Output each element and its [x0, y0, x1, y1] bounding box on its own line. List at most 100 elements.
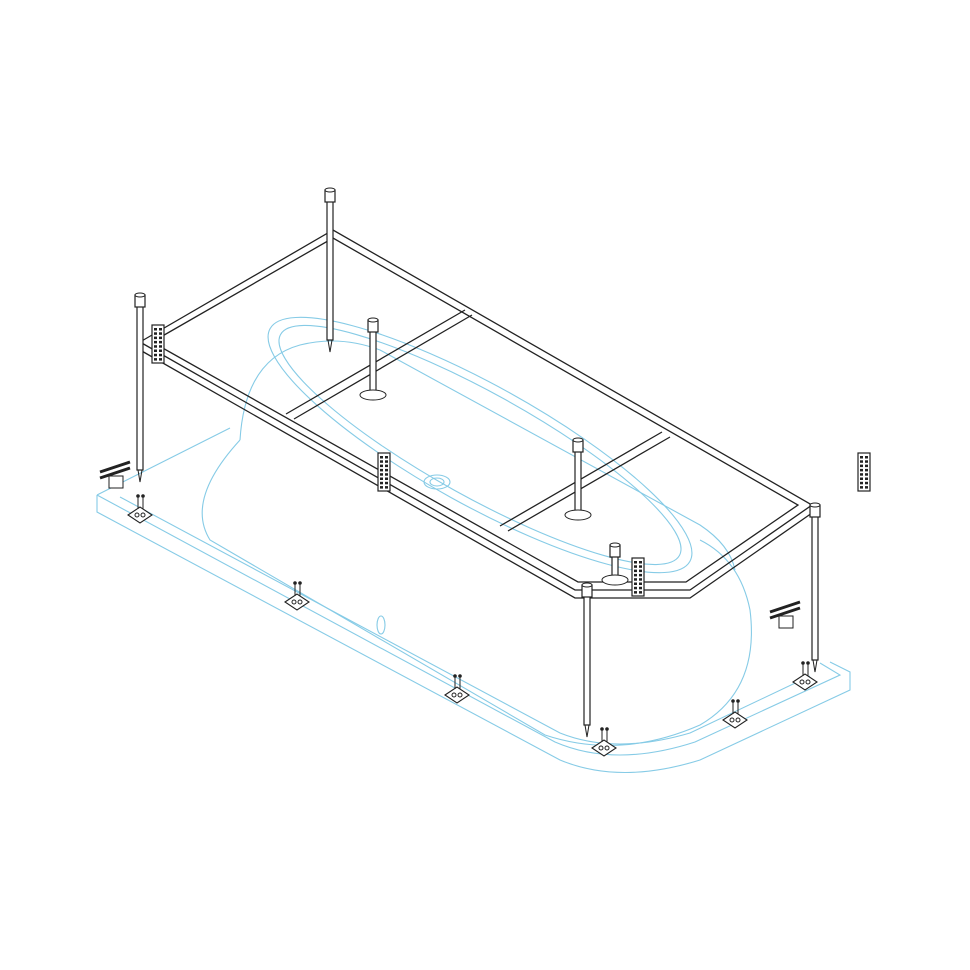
bracket-hole [860, 481, 863, 485]
floor-mounting-feet [99, 460, 818, 757]
leg-spike [137, 469, 143, 483]
adjustable-leg [581, 582, 593, 738]
bracket-hole [385, 473, 388, 476]
leg-cap-top [134, 292, 146, 298]
leg-rod [136, 304, 144, 471]
wall-brackets [151, 324, 871, 597]
bracket-hole [639, 573, 642, 577]
screw-head [141, 494, 145, 498]
bracket-hole [865, 468, 868, 472]
bracket-hole [159, 332, 162, 335]
screw-head [453, 674, 457, 678]
bracket-hole [860, 456, 863, 459]
foot-plate [284, 593, 310, 611]
foot-hole [799, 679, 805, 685]
bracket-hole [634, 561, 637, 564]
mounting-foot [284, 581, 310, 611]
bracket-hole [865, 456, 868, 459]
bracket-plate [631, 557, 645, 597]
bracket-hole [380, 456, 383, 459]
bracket-hole [385, 460, 388, 463]
bracket-hole [634, 586, 637, 590]
bracket-hole [380, 460, 383, 463]
wall-bracket [857, 452, 871, 492]
screw-head [458, 674, 462, 678]
adjustable-leg [601, 542, 629, 586]
foot-plate [722, 711, 748, 729]
leg-base-plate [564, 509, 592, 521]
bracket-hole [159, 328, 162, 331]
mounting-foot [127, 494, 153, 524]
foot-hole [735, 717, 741, 723]
frame-legs [134, 187, 821, 738]
bracket-hole [865, 477, 868, 480]
mounting-foot [444, 674, 470, 704]
leg-cap-top [581, 582, 593, 588]
leg-spike [327, 339, 333, 353]
bracket-hole [159, 340, 162, 344]
mounting-foot [722, 699, 748, 729]
mounting-foot [591, 727, 617, 757]
foot-plate [127, 506, 153, 524]
bracket-hole [865, 464, 868, 468]
bracket-hole [860, 486, 863, 489]
screw-head [801, 661, 805, 665]
foot-plate [444, 686, 470, 704]
bracket-hole [154, 340, 157, 344]
bracket-hole [865, 473, 868, 476]
leg-cap-top [609, 542, 621, 548]
bracket-hole [860, 477, 863, 480]
bracket-hole [634, 569, 637, 573]
leg-cap-top [324, 187, 336, 193]
bracket-hole [154, 336, 157, 340]
bracket-hole [865, 481, 868, 485]
bracket-plate [151, 324, 165, 364]
leg-rod [369, 329, 377, 396]
foot-hole [140, 512, 146, 518]
foot-hole [604, 745, 610, 751]
tub-inner-basin [267, 316, 693, 574]
bracket-hole [385, 481, 388, 485]
screw-head [293, 581, 297, 585]
frame-outer-edge [139, 229, 814, 591]
bathtub-outline [96, 316, 851, 773]
tub-inner-basin-lip [278, 324, 682, 566]
foot-plate [591, 739, 617, 757]
bracket-hole [154, 349, 157, 352]
tub-base-rim-top [96, 494, 842, 756]
frame-inner-edge [151, 237, 800, 583]
bracket-hole [159, 345, 162, 348]
screw-head [600, 727, 604, 731]
bathtub-support-frame [139, 229, 814, 599]
bracket-hole [385, 464, 388, 468]
bracket-hole [154, 328, 157, 331]
tub-overflow-hole [376, 615, 386, 635]
screw-head [136, 494, 140, 498]
bracket-hole [380, 477, 383, 480]
bracket-hole [385, 468, 388, 472]
leg-cap-top [367, 317, 379, 323]
bracket-hole [639, 565, 642, 568]
foot-hole [134, 512, 140, 518]
bracket-hole [380, 473, 383, 476]
wall-bracket [631, 557, 645, 597]
leg-rod [326, 199, 334, 341]
wall-anchor-set [99, 460, 131, 489]
bracket-hole [860, 468, 863, 472]
leg-base-plate [359, 389, 387, 401]
leg-spike [584, 724, 590, 738]
screw-head [298, 581, 302, 585]
screw-head [731, 699, 735, 703]
bracket-hole [380, 464, 383, 468]
leg-cap-top [809, 502, 821, 508]
tub-drain-inner [429, 477, 445, 487]
wall-bracket [151, 324, 165, 364]
bracket-hole [380, 481, 383, 485]
wall-anchor [769, 600, 801, 620]
adjustable-leg [134, 292, 146, 483]
screw-head [605, 727, 609, 731]
bracket-plate [857, 452, 871, 492]
tub-body [201, 439, 752, 746]
foot-plate [792, 673, 818, 691]
bracket-hole [639, 578, 642, 581]
